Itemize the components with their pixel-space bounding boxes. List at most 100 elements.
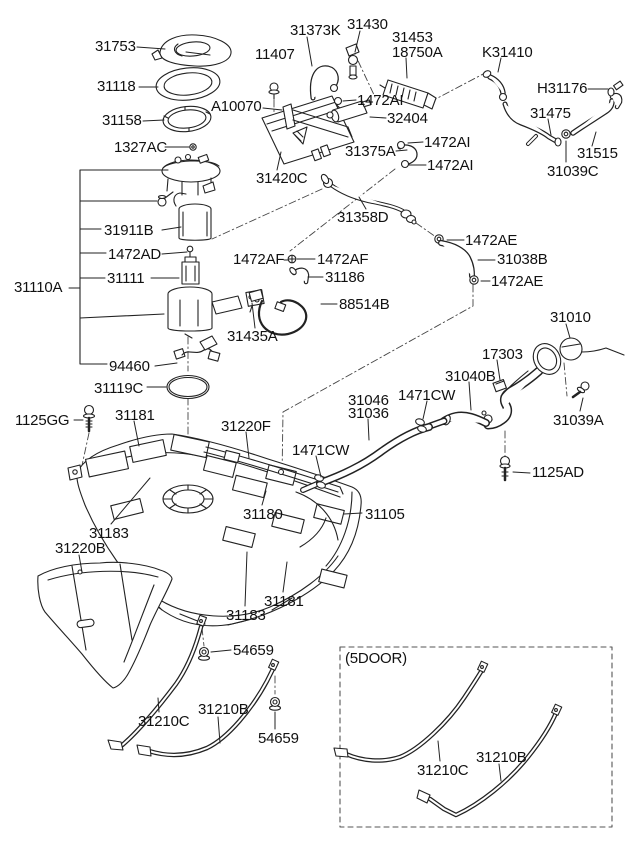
vent-hose-group [434,234,479,285]
part-label-88514b: 88514B [339,296,390,313]
canister-bracket-18750A [379,79,437,110]
rollover-valve [157,191,174,207]
part-label-54659: 54659 [233,642,274,659]
part-label-31911b: 31911B [104,222,154,239]
part-label-11407: 11407 [255,46,295,63]
variant-strap-rear [416,703,563,818]
part-label-31210b: 31210B [476,749,527,766]
fuel-pump-31111 [181,256,200,285]
part-label-31435a: 31435A [227,328,278,345]
part-label-31358d: 31358D [337,209,389,226]
part-label-31753: 31753 [95,38,136,55]
part-label-1472ai: 1472AI [424,134,471,151]
fuel-filler-cap-31753 [151,34,232,67]
part-label-1472ae: 1472AE [465,232,518,249]
part-label-1472ai: 1472AI [427,157,474,174]
part-label-31119c: 31119C [94,380,144,397]
part-label-31220b: 31220B [55,540,106,557]
strap-bolt-front [197,646,211,661]
part-label-31105: 31105 [365,506,405,523]
tube-31475 [502,101,562,147]
part-label-31220f: 31220F [221,418,271,435]
part-label-31039c: 31039C [547,163,599,180]
part-label-31180: 31180 [243,506,283,523]
part-label-h31176: H31176 [537,80,588,97]
lock-ring-31158 [162,105,212,133]
part-label-k31410: K31410 [482,44,533,61]
part-label-31036: 31036 [348,405,389,422]
part-label-1472ae: 1472AE [491,273,544,290]
tank-filler-nipple [295,481,339,548]
part-label-17303: 17303 [482,346,523,363]
part-label-a10070: A10070 [211,98,262,115]
part-label-1472af: 1472AF [317,251,369,268]
clamp-1471CW-upper [415,418,427,433]
part-label-31183: 31183 [226,607,266,624]
o-ring-31119C [166,374,210,400]
part-label-1471cw: 1471CW [398,387,456,404]
filler-pipe [483,366,544,430]
hose-K31410 [482,70,508,102]
vapor-hose-31373K [309,65,346,113]
pump-plate [161,153,221,196]
variant-caption: (5DOOR) [345,650,407,667]
bolt-31039A [571,381,590,399]
variant-5door-box [333,646,613,828]
part-label-1125gg: 1125GG [15,412,70,429]
tank-strap-rear [136,658,280,758]
bolt-1125AD [499,455,511,482]
part-label-94460: 94460 [109,358,150,375]
part-label-31110a: 31110A [14,279,63,296]
part-label-1125ad: 1125AD [532,464,584,481]
elbow-hose-31375A [396,140,418,169]
part-label-1471cw: 1471CW [292,442,350,459]
part-label-31375a: 31375A [345,143,396,160]
hose-31040B [440,411,490,427]
part-label-31210b: 31210B [198,701,249,718]
bolt-1472AF [287,254,297,264]
heat-shield [37,561,173,689]
canister-handle-A10070 [282,103,353,138]
part-label-1327ac: 1327AC [114,139,168,156]
nut-17303 [492,378,507,393]
clamp-31039C [561,129,571,139]
part-label-31046: 31046 [348,392,389,409]
filler-opening-ring [532,343,562,375]
part-label-54659: 54659 [258,730,299,747]
variant-strap-front [333,660,489,763]
filler-seal-31118 [155,67,221,101]
hose-31515 [570,98,615,136]
fuel-pump-assembly [79,153,243,400]
part-label-31186: 31186 [325,269,365,286]
tank-pump-opening-ring [162,484,214,514]
reservoir-cup [167,286,243,339]
fuel-tube-31358D [320,173,417,225]
part-label-31158: 31158 [102,112,142,129]
part-label-31420c: 31420C [256,170,308,187]
part-label-31210c: 31210C [138,713,190,730]
part-label-31373k: 31373K [290,22,341,39]
part-label-31010: 31010 [550,309,591,326]
canister-31420C [261,95,355,165]
tank-strap-front [107,614,208,751]
part-label-32404: 32404 [387,110,428,127]
part-label-31453: 31453 [392,29,433,46]
part-label-1472ai: 1472AI [357,92,404,109]
filler-neck-group [314,337,625,489]
pump-callout-bracket [79,169,169,365]
bolt-1472AD [186,245,194,258]
part-label-31039a: 31039A [553,412,604,429]
fuel-filter-32404 [326,99,372,123]
bolt-11407 [268,82,280,100]
part-label-31475: 31475 [530,105,571,122]
part-label-31040b: 31040B [445,368,496,385]
part-label-31181: 31181 [264,593,304,610]
vapor-line-group [482,70,624,147]
fuel-cap-31010 [559,337,625,361]
part-label-31038b: 31038B [497,251,548,268]
part-label-1472af: 1472AF [233,251,285,268]
elbow-31186 [289,266,310,285]
wiring-harness-88514B [248,289,308,336]
valve-31430 [345,43,360,80]
